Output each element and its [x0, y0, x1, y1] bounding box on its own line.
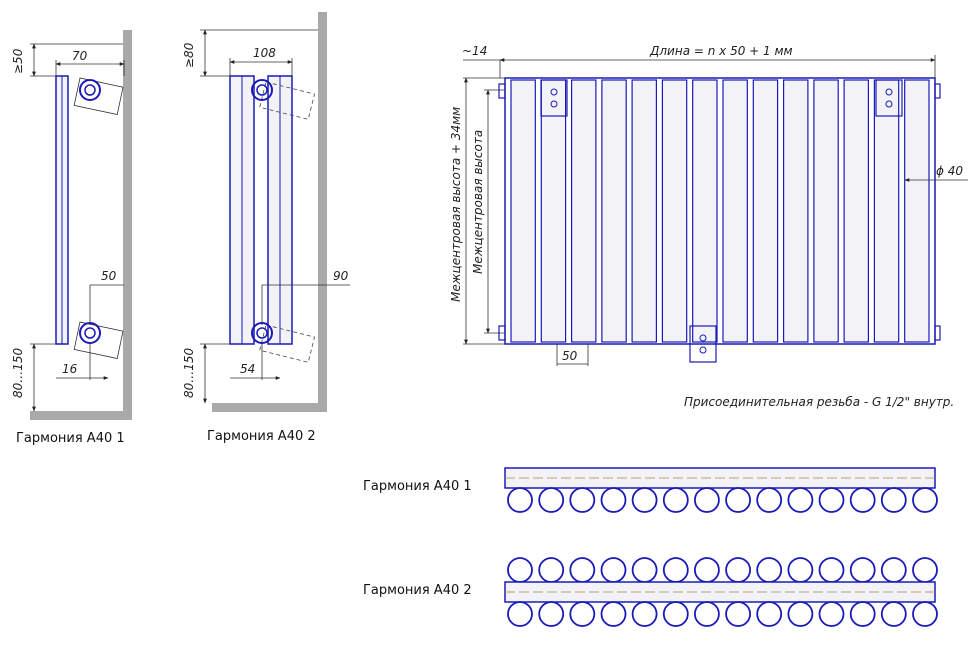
tube-circle [569, 601, 596, 627]
tube-circle [694, 601, 720, 627]
front-section [782, 79, 809, 343]
tube-circle [538, 487, 565, 513]
label-center-height: Межцентровая высота [471, 130, 485, 274]
tube-circle [662, 487, 689, 513]
tube-circle [725, 557, 751, 583]
floor-1 [30, 411, 132, 420]
tube-circle [631, 601, 658, 627]
tube-circle [849, 487, 876, 513]
fitting-right-top [875, 79, 903, 117]
tube-circle [756, 557, 783, 583]
tube-circle [569, 557, 596, 583]
tube-circle [694, 557, 720, 583]
row2-tubes-bottom [507, 601, 938, 627]
tube-circle [569, 487, 596, 513]
tube-circle [849, 557, 876, 583]
fitting-bottom [689, 325, 717, 363]
tube-circle [662, 601, 689, 627]
tube-circle [507, 487, 533, 513]
front-section [873, 79, 900, 343]
tube-circle [662, 557, 689, 583]
tube-circle [600, 557, 627, 583]
row2-tubes-top [507, 557, 938, 583]
front-sections [510, 79, 930, 343]
tube-circle [912, 601, 938, 627]
tube-circle [912, 557, 938, 583]
dim-offset-front: ~14 [462, 44, 487, 58]
top-view-2: Гармония А40 2 [363, 557, 938, 627]
caption-view-2: Гармония А40 2 [207, 429, 316, 444]
tube-circle [507, 557, 533, 583]
tube-circle [787, 487, 814, 513]
front-section [661, 79, 688, 343]
side-view-1: 70 ≥50 50 16 80…150 Гармония А40 1 [11, 30, 132, 446]
dim-section: 50 [562, 349, 578, 363]
front-section [540, 79, 567, 343]
dim-width-1: 70 [72, 49, 88, 63]
front-section [601, 79, 627, 343]
front-section [692, 79, 718, 343]
tube-circle [787, 557, 814, 583]
front-view: Длина = n x 50 + 1 мм ~14 Межцентровая в… [449, 44, 968, 409]
front-section [813, 79, 839, 343]
fitting-left-top [540, 79, 568, 117]
tube-circle [849, 601, 876, 627]
front-section [570, 79, 597, 343]
label-center-height-plus: Межцентровая высота + 34мм [449, 107, 463, 302]
side-view-2: 108 ≥80 90 54 80…150 Гармония А40 2 [182, 12, 350, 444]
dim-floor-1: 80…150 [11, 347, 25, 398]
tube-circle [756, 487, 783, 513]
tube-circle [880, 601, 907, 627]
tube-circle [880, 557, 907, 583]
note-thread: Присоединительная резьба - G 1/2" внутр. [684, 395, 954, 409]
row1-tubes [507, 487, 938, 513]
tube-circle [538, 557, 565, 583]
dim-top-gap-1: ≥50 [11, 48, 25, 74]
tube-circle [600, 487, 627, 513]
caption-view-1: Гармония А40 1 [16, 431, 125, 446]
dim-pipe-2: 90 [333, 269, 349, 283]
dim-offset-1: 16 [62, 362, 78, 376]
dim-pipe-1: 50 [101, 269, 117, 283]
front-frame [504, 77, 936, 345]
tube-circle [631, 487, 658, 513]
top-view-1: Гармония А40 1 [363, 467, 938, 513]
front-section [631, 79, 657, 343]
dim-width-2: 108 [253, 46, 276, 60]
tube-circle [912, 487, 938, 513]
tube-circle [507, 601, 533, 627]
tube-circle [538, 601, 565, 627]
tube-circle [694, 487, 720, 513]
dim-length: Длина = n x 50 + 1 мм [649, 44, 793, 58]
dim-diameter: ϕ 40 [936, 164, 963, 178]
tube-circle [600, 601, 627, 627]
front-section [722, 79, 748, 343]
tube-circle [787, 601, 814, 627]
front-section [904, 79, 930, 343]
tube-circle [631, 557, 658, 583]
tube-circle [818, 601, 845, 627]
wall-2 [318, 12, 327, 412]
dim-offset-2: 54 [240, 362, 255, 376]
dim-floor-2: 80…150 [182, 347, 196, 398]
caption-top-1: Гармония А40 1 [363, 479, 472, 494]
wall-1 [123, 30, 132, 420]
tube-circle [818, 557, 845, 583]
tube-circle [725, 487, 751, 513]
tube-circle [818, 487, 845, 513]
front-section [752, 79, 779, 343]
caption-top-2: Гармония А40 2 [363, 583, 472, 598]
tube-circle [756, 601, 783, 627]
front-section [843, 79, 869, 343]
tube-circle [725, 601, 751, 627]
dim-top-gap-2: ≥80 [182, 42, 196, 68]
floor-2 [212, 403, 327, 412]
front-section [510, 79, 536, 343]
tube-circle [880, 487, 907, 513]
